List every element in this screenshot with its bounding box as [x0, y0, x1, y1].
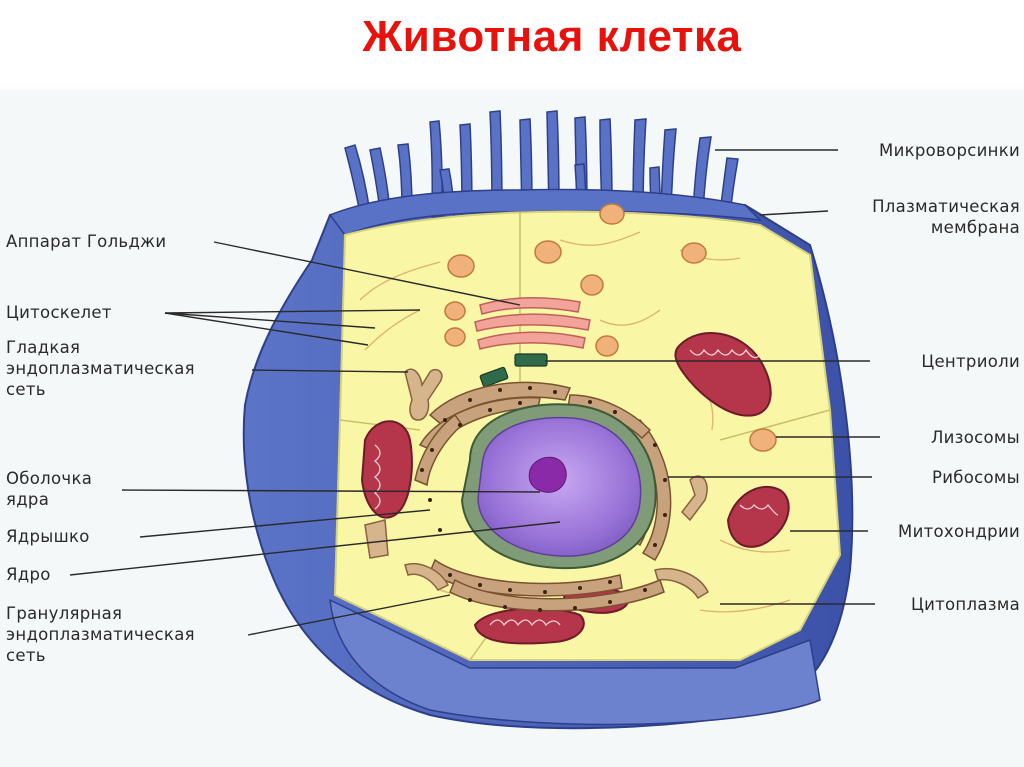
label-centrioles: Центриоли: [921, 351, 1020, 372]
nucleolus: [529, 457, 566, 492]
label-cytoskeleton: Цитоскелет: [6, 302, 112, 323]
label-lysosomes: Лизосомы: [931, 427, 1020, 448]
label-smooth-er: Гладкая эндоплазматическая сеть: [6, 337, 195, 400]
label-nuclear-envelope: Оболочка ядра: [6, 468, 92, 510]
golgi-apparatus: [475, 298, 590, 349]
label-rough-er: Гранулярная эндоплазматическая сеть: [6, 603, 195, 666]
label-mitochondria: Митохондрии: [898, 521, 1020, 542]
label-plasma-membrane: Плазматическая мембрана: [872, 196, 1020, 238]
label-microvilli: Микроворсинки: [879, 140, 1020, 161]
label-nucleus: Ядро: [6, 564, 51, 585]
label-cytoplasm: Цитоплазма: [911, 594, 1020, 615]
label-golgi-apparatus: Аппарат Гольджи: [6, 231, 166, 252]
label-ribosomes: Рибосомы: [932, 467, 1020, 488]
label-nucleolus: Ядрышко: [6, 526, 90, 547]
